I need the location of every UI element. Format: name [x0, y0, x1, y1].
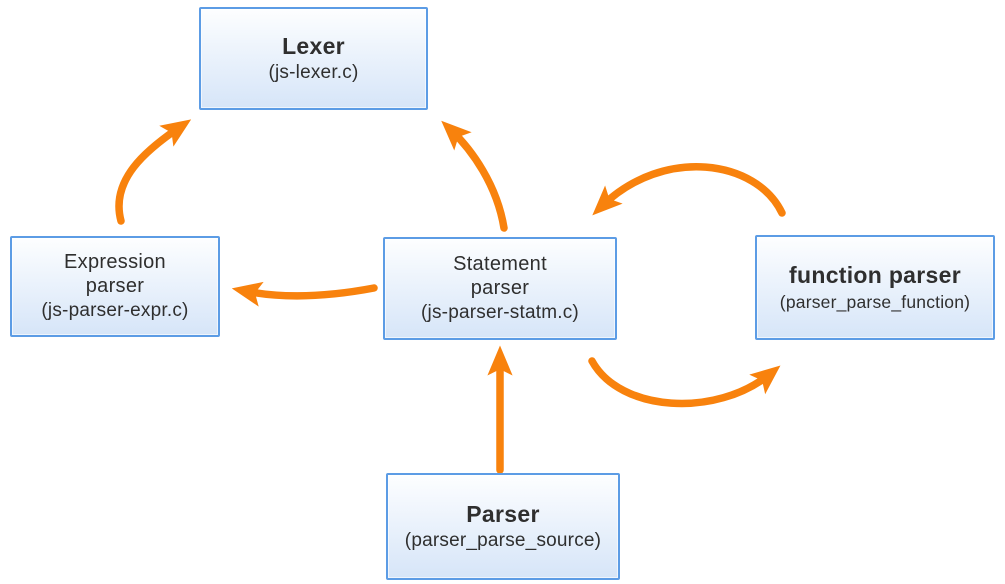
node-expression-parser: Expression parser (js-parser-expr.c) — [10, 236, 220, 337]
node-parser-subtitle: (parser_parse_source) — [404, 530, 602, 552]
node-lexer-title: Lexer — [282, 32, 345, 59]
node-lexer: Lexer (js-lexer.c) — [199, 7, 428, 110]
arrow-statement-parser-to-expression-parser — [231, 281, 378, 307]
node-expression-parser-subtitle: (js-parser-expr.c) — [41, 300, 189, 322]
arrow-statement-parser-to-function-parser — [588, 357, 781, 408]
node-statement-parser-subtitle: (js-parser-statm.c) — [421, 302, 579, 324]
arrow-statement-parser-to-lexer — [441, 120, 508, 232]
node-lexer-subtitle: (js-lexer.c) — [268, 62, 359, 84]
node-parser-title: Parser — [466, 500, 540, 527]
node-function-parser-title: function parser — [789, 262, 961, 289]
node-statement-parser: Statement parser (js-parser-statm.c) — [383, 237, 617, 340]
node-function-parser: function parser (parser_parse_function) — [755, 235, 995, 340]
node-expression-parser-title: Expression parser — [64, 250, 166, 297]
node-function-parser-subtitle: (parser_parse_function) — [779, 291, 971, 312]
node-parser: Parser (parser_parse_source) — [386, 473, 620, 580]
node-statement-parser-title: Statement parser — [453, 252, 547, 299]
arrow-expression-parser-to-lexer — [115, 119, 192, 225]
arrow-function-parser-to-statement-parser — [592, 163, 786, 217]
